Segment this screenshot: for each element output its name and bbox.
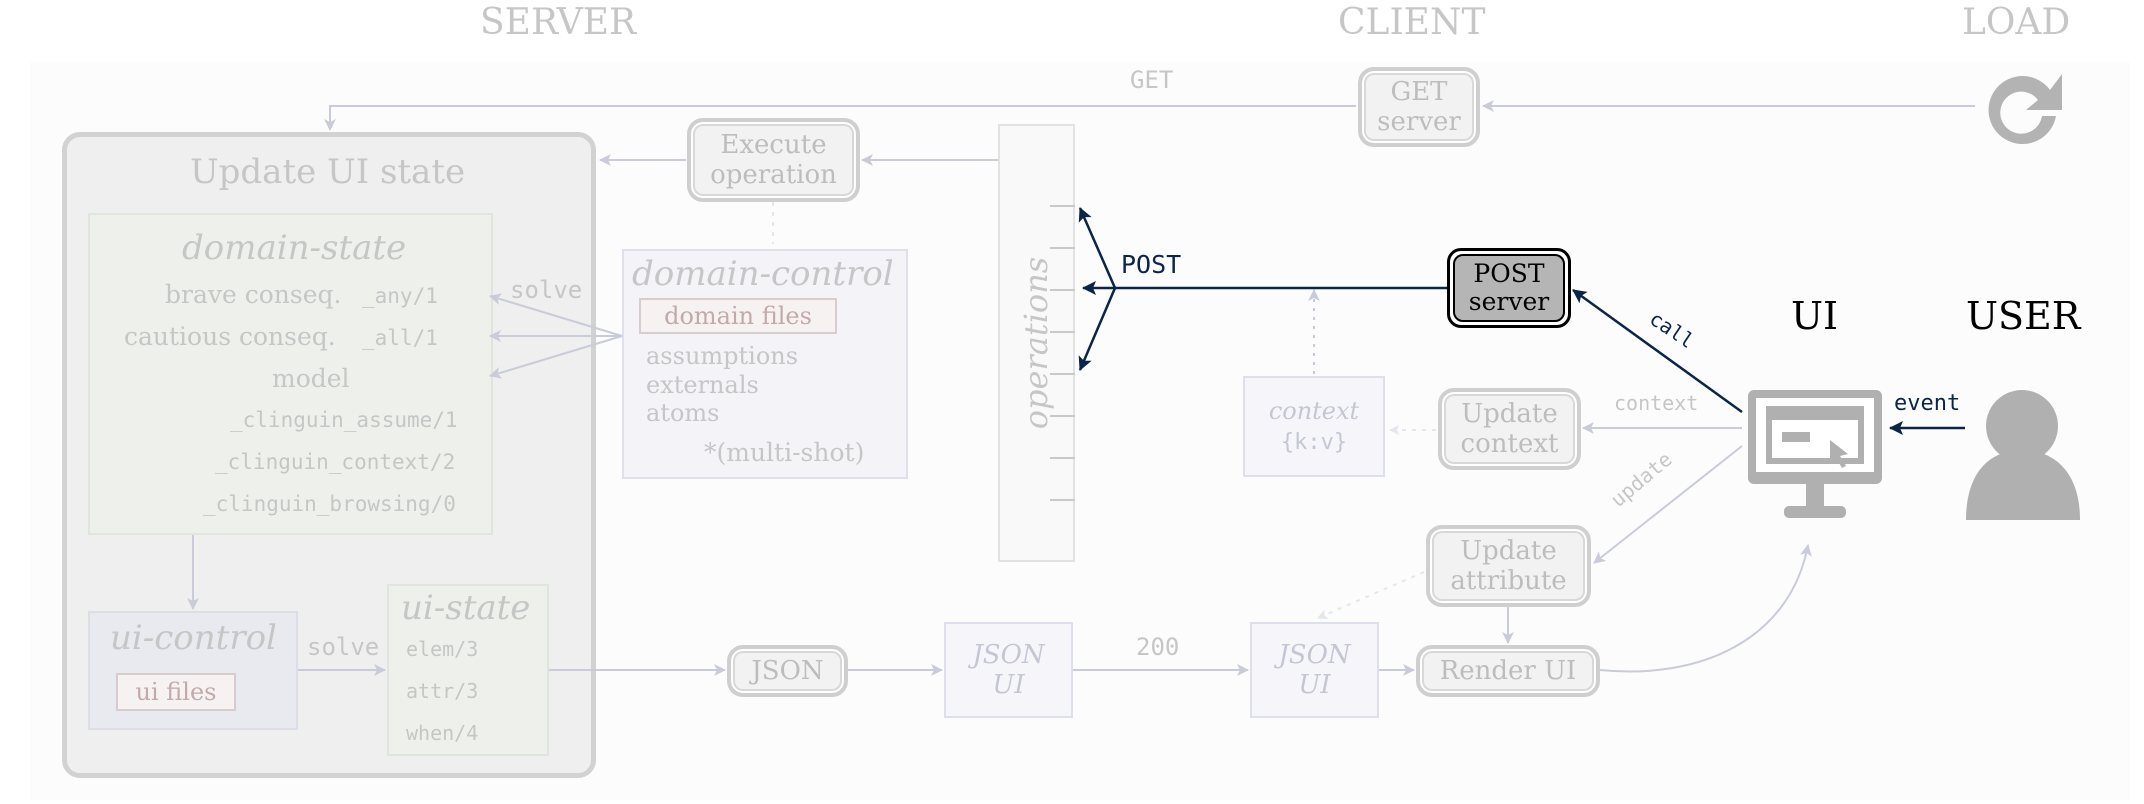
solve-brave-edge: [489, 293, 623, 337]
clinguin-assume-pred: _clinguin_assume/1: [230, 408, 458, 432]
clinguin-context-pred: _clinguin_context/2: [215, 450, 456, 474]
context-edge-label: context: [1614, 391, 1698, 415]
domain-control-title: domain-control: [632, 254, 894, 294]
solve-model-edge: [489, 335, 623, 379]
brave-conseq-pred: _any/1: [362, 284, 438, 308]
operations-queue: [998, 124, 1075, 562]
ui-files-box: ui files: [116, 673, 236, 711]
assumptions-label: assumptions: [646, 342, 799, 370]
render-ui-node: Render UI: [1416, 645, 1600, 697]
externals-label: externals: [646, 371, 759, 399]
execute-operation-node: Execute operation: [687, 118, 860, 202]
ui-to-attribute-edge: [1593, 445, 1743, 564]
user-actor-label: USER: [1966, 294, 2081, 338]
solve-edge-label-2: solve: [307, 633, 379, 661]
post-edge-label: POST: [1121, 250, 1181, 279]
attr-pred: attr/3: [406, 679, 479, 703]
ui-state-title: ui-state: [401, 588, 531, 628]
json-ui-box-1: JSON UI: [944, 622, 1073, 718]
context-box: [1243, 376, 1385, 477]
get-edge-label: GET: [1130, 66, 1173, 94]
update-edge-label: update: [1606, 447, 1677, 512]
attribute-to-jsonui-edge: [1317, 571, 1425, 620]
server-heading: SERVER: [480, 2, 637, 43]
multishot-label: *(multi-shot): [704, 438, 865, 467]
load-heading: LOAD: [1962, 2, 2071, 43]
clinguin-browsing-pred: _clinguin_browsing/0: [203, 492, 456, 516]
get-server-node: GET server: [1358, 67, 1480, 147]
brave-conseq-label: brave conseq.: [165, 280, 342, 309]
update-attribute-node: Update attribute: [1426, 525, 1591, 607]
elem-pred: elem/3: [406, 637, 479, 661]
render-to-ui-edge: [1599, 544, 1812, 673]
get-to-update-edge: [324, 105, 1356, 131]
context-box-value: {k:v}: [1280, 430, 1348, 455]
atoms-label: atoms: [646, 399, 720, 427]
json-node: JSON: [727, 645, 848, 697]
ui-actor-label: UI: [1791, 294, 1839, 338]
ui-to-post-call-edge: [1572, 288, 1743, 414]
cautious-conseq-label: cautious conseq.: [124, 322, 336, 351]
monitor-icon: [1748, 390, 1882, 518]
json-ui-box-2: JSON UI: [1250, 622, 1379, 718]
domain-files-box: domain files: [639, 298, 837, 334]
domain-state-title: domain-state: [182, 228, 407, 268]
context-box-title: context: [1268, 397, 1360, 425]
post-to-ops-down-edge: [1078, 287, 1117, 371]
update-context-node: Update context: [1438, 388, 1581, 470]
post-server-node[interactable]: POST server: [1453, 254, 1565, 322]
post-to-ops-up-edge: [1078, 207, 1117, 289]
cautious-conseq-pred: _all/1: [362, 326, 438, 350]
reload-icon: [1988, 74, 2062, 145]
ui-control-title: ui-control: [110, 618, 277, 658]
model-label: model: [272, 364, 350, 393]
ui-state-box: [387, 584, 549, 756]
domain-control-box: [622, 249, 908, 479]
client-heading: CLIENT: [1338, 2, 1486, 43]
update-ui-state-title: Update UI state: [190, 152, 466, 192]
user-icon: [1966, 390, 2080, 520]
event-edge-label: event: [1894, 391, 1960, 416]
code-200-label: 200: [1136, 633, 1179, 661]
when-pred: when/4: [406, 721, 479, 745]
call-edge-label: call: [1645, 306, 1698, 353]
operations-ticks: [1050, 205, 1075, 501]
solve-edge-label-1: solve: [510, 276, 582, 304]
